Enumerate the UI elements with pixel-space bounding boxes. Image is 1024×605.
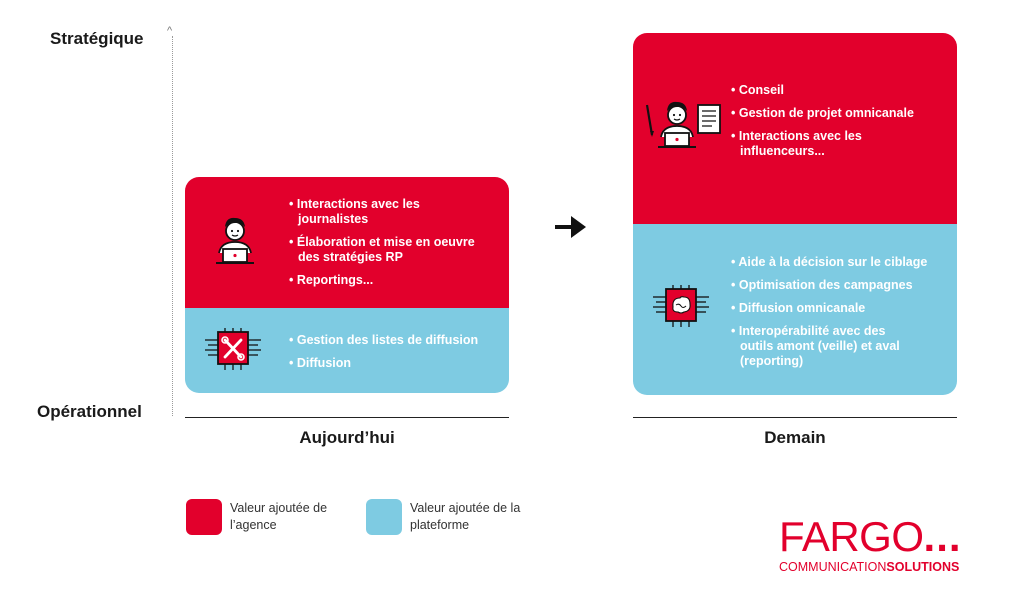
list-item: Diffusion (289, 356, 504, 371)
axis-top-label: Stratégique (50, 29, 144, 48)
legend-agency-swatch (186, 499, 222, 535)
today-agency-list: Interactions avec les journalistes Élabo… (289, 197, 479, 296)
brand-name-text: FARGO (779, 513, 924, 560)
person-document-icon (645, 101, 721, 148)
tools-chip-icon (205, 328, 261, 370)
brand-tagline: COMMUNICATIONSOLUTIONS (779, 560, 1004, 574)
today-box: Interactions avec les journalistes Élabo… (185, 177, 509, 393)
today-platform-section: Gestion des listes de diffusion Diffusio… (185, 308, 509, 393)
legend-platform-swatch (366, 499, 402, 535)
list-item: Gestion de projet omnicanale (731, 106, 931, 121)
tomorrow-platform-section: Aide à la décision sur le ciblage Optimi… (633, 224, 957, 395)
axis-arrow-icon: ^ (167, 25, 173, 37)
brand-dots: ... (923, 513, 962, 560)
brand-tagline-bold: SOLUTIONS (886, 560, 960, 574)
tomorrow-agency-list: Conseil Gestion de projet omnicanale Int… (731, 83, 931, 167)
brand-tagline-light: COMMUNICATION (779, 560, 887, 574)
list-item: Conseil (731, 83, 931, 98)
list-item: Interactions avec les journalistes (289, 197, 479, 227)
today-label: Aujourd’hui (299, 428, 395, 447)
today-baseline (185, 417, 509, 418)
list-item: Aide à la décision sur le ciblage (731, 255, 953, 270)
today-platform-list: Gestion des listes de diffusion Diffusio… (289, 333, 504, 379)
axis-bottom-label: Opérationnel (37, 402, 142, 421)
tomorrow-label: Demain (764, 428, 826, 447)
arrow-right-icon (555, 216, 586, 238)
list-item: Élaboration et mise en oeuvre des straté… (289, 235, 479, 265)
list-item: Optimisation des campagnes (731, 278, 953, 293)
tomorrow-agency-section: Conseil Gestion de projet omnicanale Int… (633, 33, 957, 224)
tomorrow-baseline (633, 417, 957, 418)
brain-chip-icon (653, 285, 709, 327)
axis-line (172, 36, 173, 416)
list-item: Diffusion omnicanale (731, 301, 953, 316)
today-agency-section: Interactions avec les journalistes Élabo… (185, 177, 509, 308)
person-laptop-icon (216, 217, 254, 264)
legend-agency-label: Valeur ajoutée de l’agence (230, 501, 328, 532)
brand-logo: FARGO... COMMUNICATIONSOLUTIONS (779, 516, 1004, 575)
legend-platform-label: Valeur ajoutée de la plateforme (410, 501, 521, 532)
list-item: Gestion des listes de diffusion (289, 333, 504, 348)
list-item: Interopérabilité avec des outils amont (… (731, 324, 910, 369)
list-item: Interactions avec les influenceurs... (731, 129, 931, 159)
tomorrow-platform-list: Aide à la décision sur le ciblage Optimi… (731, 255, 953, 377)
brand-name: FARGO... (779, 516, 1004, 558)
list-item: Reportings... (289, 273, 479, 288)
tomorrow-box: Conseil Gestion de projet omnicanale Int… (633, 33, 957, 395)
